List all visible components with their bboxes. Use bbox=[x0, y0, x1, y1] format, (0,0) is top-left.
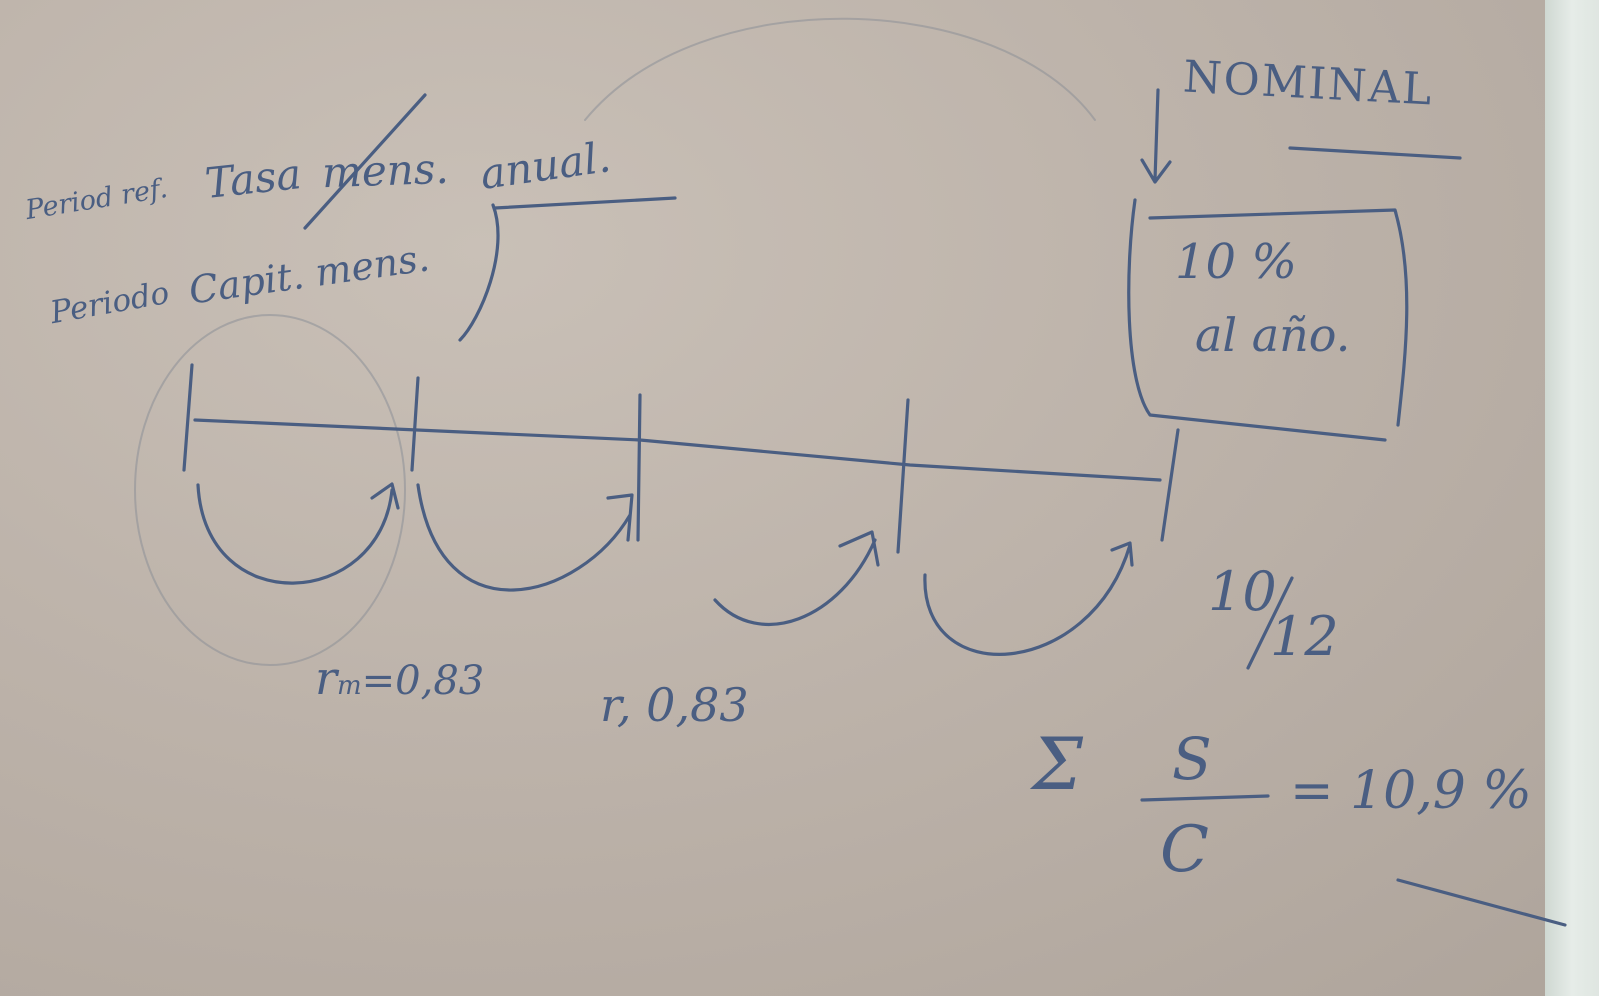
faint-circle bbox=[134, 314, 406, 666]
loop-arrow-2 bbox=[416, 483, 634, 592]
formula-denominator: C bbox=[1160, 813, 1209, 887]
fraction-slash bbox=[1246, 576, 1294, 670]
nominal-label: NOMINAL bbox=[1181, 51, 1435, 116]
loop-arrow-1 bbox=[196, 482, 400, 585]
tick-0 bbox=[182, 363, 194, 472]
formula-numerator: S bbox=[1172, 725, 1212, 793]
tick-3 bbox=[896, 398, 910, 554]
result-underline bbox=[1396, 878, 1567, 927]
nominal-box bbox=[1127, 198, 1409, 442]
rate-monthly-1: rm=0,83 bbox=[315, 655, 484, 701]
tick-1 bbox=[410, 376, 420, 472]
fraction-numerator: 10 bbox=[1208, 560, 1277, 623]
loop-arrow-4 bbox=[923, 541, 1134, 656]
loop-arrow-3 bbox=[713, 530, 880, 626]
slash-mens bbox=[303, 93, 427, 230]
nominal-underline bbox=[1288, 146, 1462, 160]
fraction-denominator: 12 bbox=[1270, 605, 1339, 668]
board-edge-wall bbox=[1545, 0, 1599, 996]
box-rate: 10 % bbox=[1175, 234, 1297, 290]
formula-bar bbox=[1140, 794, 1270, 802]
box-period: al año. bbox=[1195, 308, 1351, 362]
sigma-symbol: Σ bbox=[1032, 722, 1083, 806]
tasa-label: Tasa bbox=[202, 149, 304, 208]
rate-value: =0,83 bbox=[361, 658, 485, 704]
bracket-curve bbox=[458, 203, 500, 342]
mens-label: mens. bbox=[321, 143, 450, 198]
faint-top-arc bbox=[584, 17, 1096, 121]
rate-subscript: m bbox=[337, 671, 362, 701]
tick-2 bbox=[636, 393, 642, 542]
rate-symbol: r bbox=[315, 651, 337, 705]
nominal-arrow bbox=[1140, 88, 1172, 184]
timeline-line bbox=[193, 418, 1162, 482]
underline-anual bbox=[493, 196, 677, 210]
tick-4 bbox=[1160, 428, 1180, 542]
rate-monthly-2: r, 0,83 bbox=[600, 678, 749, 732]
formula-result: = 10,9 % bbox=[1290, 761, 1532, 821]
